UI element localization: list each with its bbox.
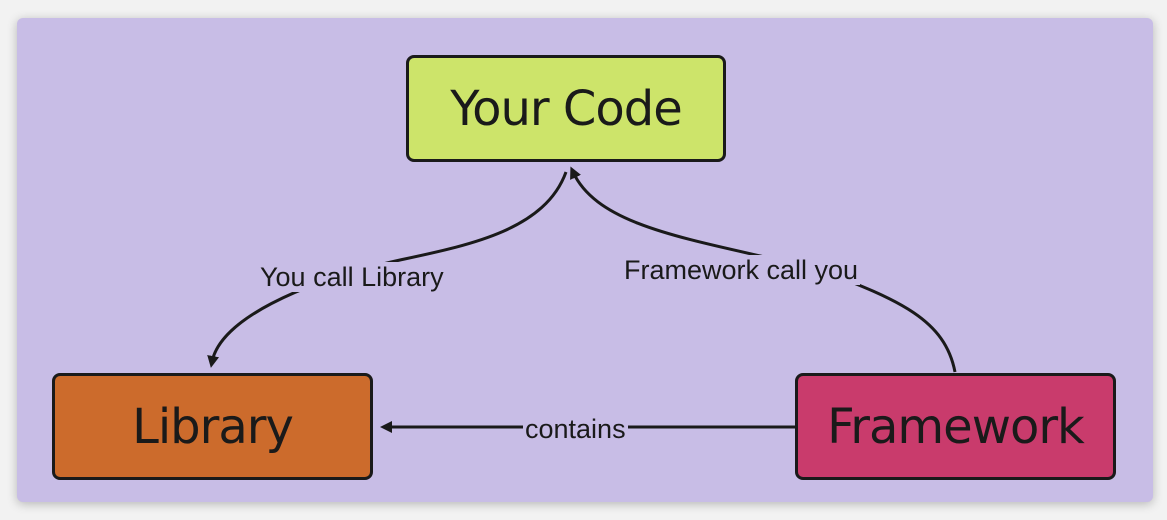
your-code-node: Your Code	[406, 55, 726, 162]
library-node: Library	[52, 373, 373, 480]
edge-label-you-call-library: You call Library	[258, 262, 446, 292]
edge-label-framework-call-you: Framework call you	[622, 255, 861, 285]
your-code-label: Your Code	[450, 80, 683, 137]
edge-you-call-library	[207, 171, 568, 368]
framework-label: Framework	[827, 398, 1085, 455]
framework-node: Framework	[795, 373, 1116, 480]
library-label: Library	[132, 398, 294, 455]
edge-label-contains: contains	[523, 414, 628, 444]
